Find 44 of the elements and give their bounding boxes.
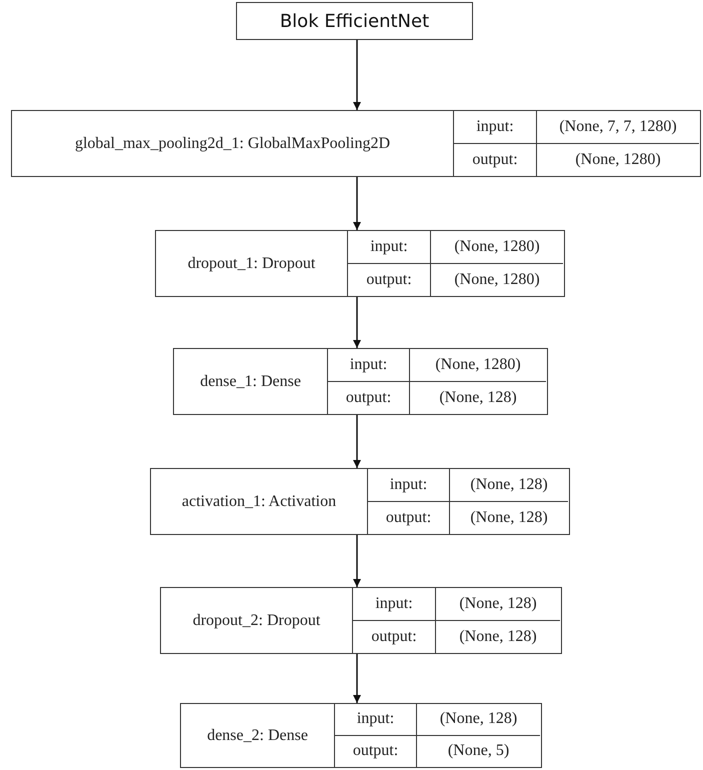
layer-record-box	[180, 703, 542, 768]
shape-value: (None, 1280)	[435, 356, 521, 374]
port-label: input:	[356, 710, 394, 728]
layer-record-box	[173, 348, 548, 415]
layer-name: dense_1: Dense	[200, 372, 301, 390]
arrow	[353, 40, 361, 110]
layer-record-box	[160, 587, 562, 654]
shape-value: (None, 1280)	[454, 270, 540, 289]
layer-name: dropout_1: Dropout	[188, 254, 316, 272]
port-label: input:	[350, 356, 388, 374]
port-label: input:	[476, 118, 514, 136]
shape-value: (None, 1280)	[454, 238, 540, 256]
block-title: Blok EfficientNet	[280, 10, 430, 32]
port-label: output:	[346, 388, 392, 407]
arrow	[353, 415, 361, 468]
layer-name: activation_1: Activation	[182, 492, 336, 510]
arrow	[353, 654, 361, 703]
port-label: input:	[390, 476, 428, 494]
arrow	[353, 297, 361, 348]
port-label: output:	[386, 508, 432, 527]
shape-value: (None, 128)	[470, 476, 548, 494]
port-label: output:	[371, 628, 417, 646]
port-label: input:	[375, 594, 413, 613]
layer-record-box	[150, 468, 570, 535]
arrow	[353, 177, 361, 230]
port-label: output:	[472, 150, 518, 169]
shape-value: (None, 128)	[439, 388, 517, 407]
shape-value: (None, 7, 7, 1280)	[559, 118, 677, 136]
shape-value: (None, 1280)	[575, 150, 661, 169]
shape-value: (None, 5)	[448, 742, 510, 760]
block-box	[236, 2, 473, 40]
layer-name: dropout_2: Dropout	[192, 612, 320, 630]
arrow	[353, 535, 361, 587]
layer-name: global_max_pooling2d_1: GlobalMaxPooling2D	[74, 134, 390, 152]
shape-value: (None, 128)	[440, 710, 518, 728]
port-label: output:	[366, 270, 412, 289]
shape-value: (None, 128)	[459, 628, 537, 646]
layer-record-box	[11, 110, 701, 177]
layer-record-box	[155, 230, 565, 297]
layer-name: dense_2: Dense	[207, 726, 308, 744]
shape-value: (None, 128)	[470, 508, 548, 527]
port-label: input:	[370, 238, 408, 256]
shape-value: (None, 128)	[459, 594, 537, 613]
port-label: output:	[352, 742, 398, 760]
